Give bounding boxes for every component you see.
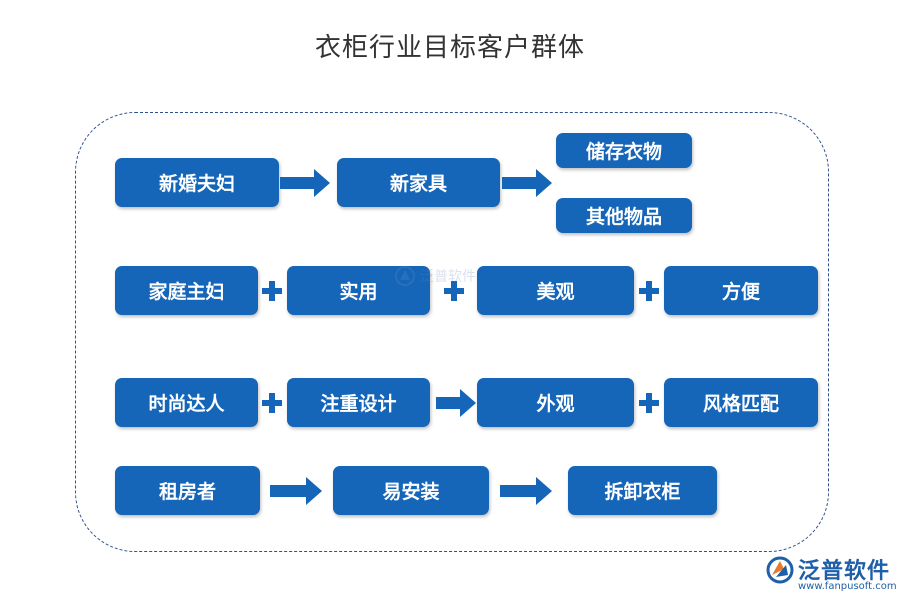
box-detachable-wardrobe: 拆卸衣柜 (568, 466, 717, 515)
brand-logo-icon (766, 556, 794, 584)
plus-icon (639, 281, 659, 301)
box-appearance: 外观 (477, 378, 634, 427)
plus-icon (639, 393, 659, 413)
brand-logo: 泛普软件 www.fanpusoft.com (764, 553, 897, 597)
box-store-clothes: 储存衣物 (556, 133, 692, 168)
right-arrow-icon (500, 477, 552, 505)
brand-name: 泛普软件 (798, 559, 891, 584)
box-newlyweds: 新婚夫妇 (115, 158, 279, 207)
box-practical: 实用 (287, 266, 430, 315)
watermark: 泛普软件 (394, 264, 484, 292)
box-new-furniture: 新家具 (337, 158, 500, 207)
right-arrow-icon (270, 477, 322, 505)
right-arrow-icon (502, 169, 552, 197)
box-renters: 租房者 (115, 466, 260, 515)
box-convenient: 方便 (664, 266, 818, 315)
dashed-frame (75, 112, 829, 552)
right-arrow-icon (280, 169, 330, 197)
plus-icon (444, 281, 464, 301)
box-style-match: 风格匹配 (664, 378, 818, 427)
box-housewives: 家庭主妇 (115, 266, 258, 315)
page-title: 衣柜行业目标客户群体 (314, 33, 585, 63)
right-arrow-icon (436, 389, 476, 417)
box-other-items: 其他物品 (556, 198, 692, 233)
watermark-logo-icon (395, 266, 415, 286)
brand-url: www.fanpusoft.com (798, 581, 897, 592)
box-beautiful: 美观 (477, 266, 634, 315)
box-design-focus: 注重设计 (287, 378, 430, 427)
plus-icon (262, 393, 282, 413)
watermark-text: 泛普软件 (420, 269, 476, 285)
box-fashionistas: 时尚达人 (115, 378, 258, 427)
plus-icon (262, 281, 282, 301)
box-easy-install: 易安装 (333, 466, 489, 515)
